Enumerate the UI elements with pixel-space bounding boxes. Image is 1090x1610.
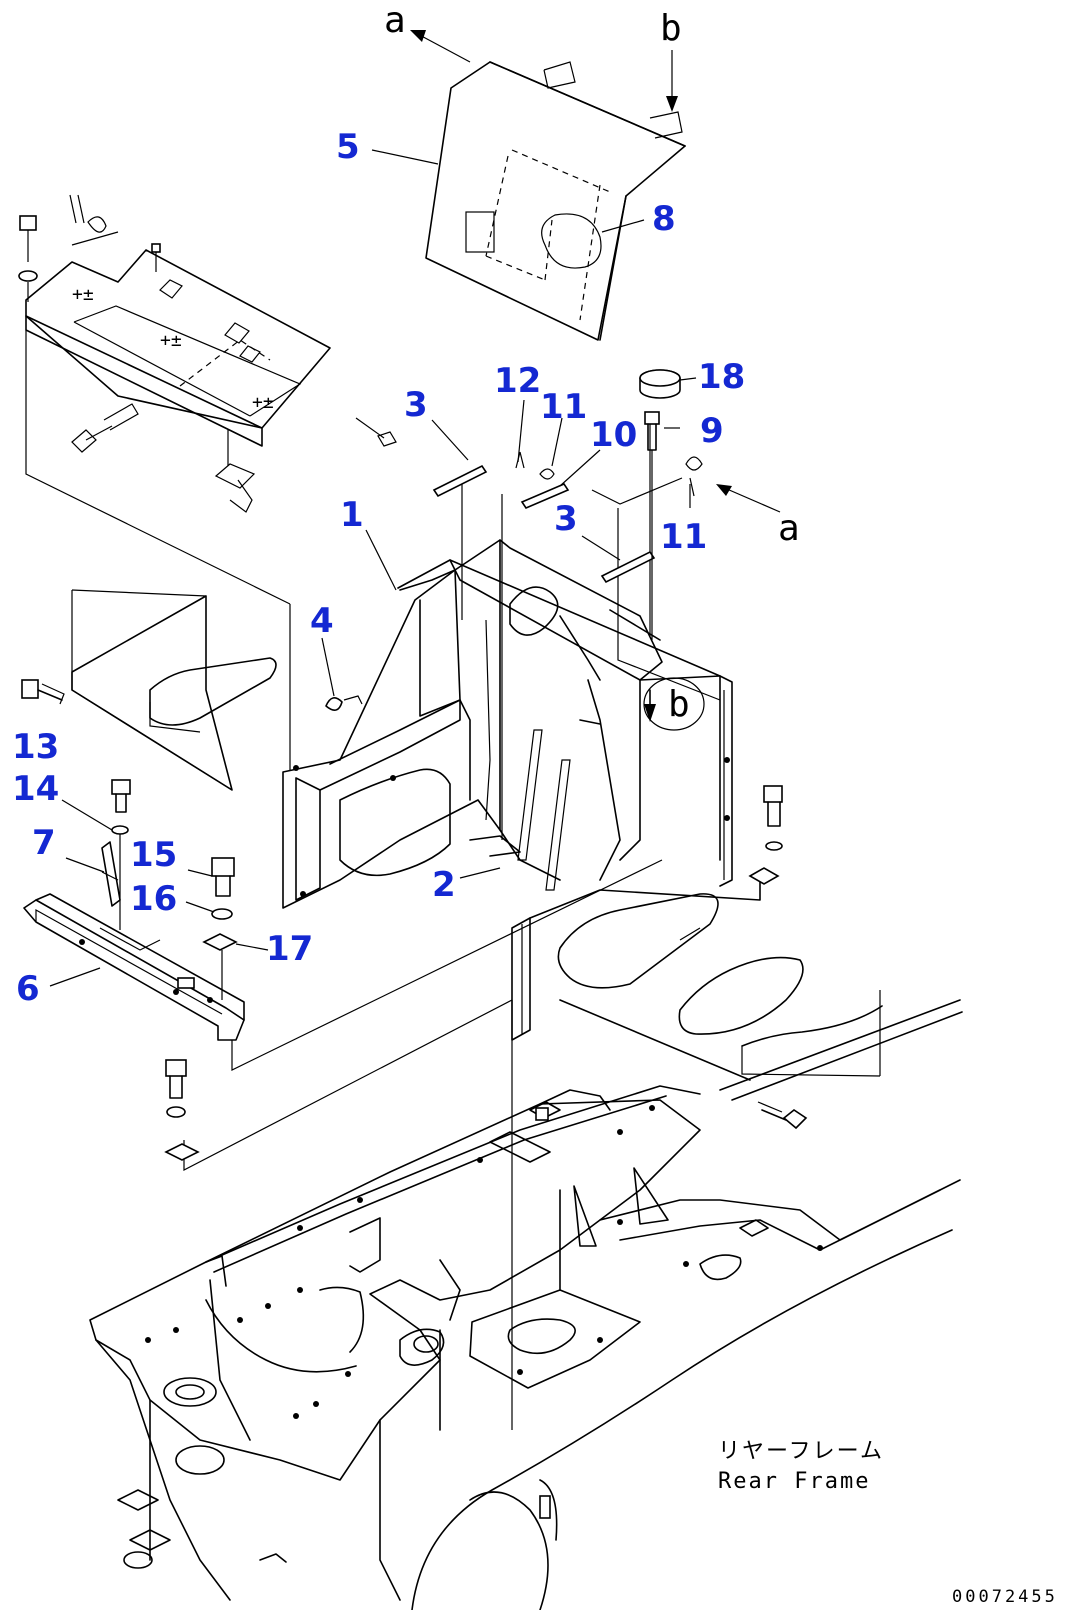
callout-2: 2 [432, 865, 456, 905]
callout-11-upper: 11 [540, 387, 587, 427]
view-marker-a-top: a [384, 0, 406, 41]
callout-12: 12 [494, 361, 541, 401]
callout-17: 17 [266, 929, 313, 969]
callout-16: 16 [130, 879, 177, 919]
callout-7: 7 [32, 823, 56, 863]
svg-text:+±: +± [252, 392, 274, 413]
callout-8: 8 [652, 199, 676, 239]
callout-1: 1 [340, 495, 364, 535]
frame-label-japanese: リヤーフレーム [718, 1439, 884, 1464]
main-housing [282, 539, 733, 909]
callout-10: 10 [590, 415, 637, 455]
strip-parts [432, 464, 656, 584]
view-marker-b-circle: b [668, 684, 690, 725]
callout-4: 4 [310, 601, 334, 641]
callout-15: 15 [130, 835, 177, 875]
rear-frame [89, 999, 963, 1610]
frame-label-english: Rear Frame [718, 1469, 870, 1494]
figure-code: 00072455 [952, 1587, 1058, 1607]
callout-5: 5 [336, 127, 360, 167]
pin-assembly [515, 451, 703, 509]
callout-11-lower: 11 [660, 517, 707, 557]
callout-13: 13 [12, 727, 59, 767]
callout-18: 18 [698, 357, 745, 397]
callout-3-lower: 3 [554, 499, 578, 539]
cover-panel [425, 61, 686, 341]
right-side-cover [511, 785, 883, 1130]
clip-part [325, 695, 363, 711]
callout-9: 9 [700, 411, 724, 451]
view-arrows [410, 30, 781, 513]
bolt-and-cap [639, 369, 681, 640]
frame-holes [145, 1105, 823, 1419]
view-marker-b-top: b [660, 8, 682, 49]
top-plate-assembly: +± +± +± [18, 194, 397, 513]
view-marker-a-right: a [778, 508, 800, 549]
leader-lines [49, 149, 697, 987]
callout-14: 14 [12, 769, 59, 809]
svg-text:+±: +± [160, 330, 182, 351]
callout-3-upper: 3 [404, 385, 428, 425]
svg-text:+±: +± [72, 284, 94, 305]
lower-bracket-assembly [23, 779, 245, 1161]
left-side-cover [21, 595, 277, 791]
callout-6: 6 [16, 969, 40, 1009]
